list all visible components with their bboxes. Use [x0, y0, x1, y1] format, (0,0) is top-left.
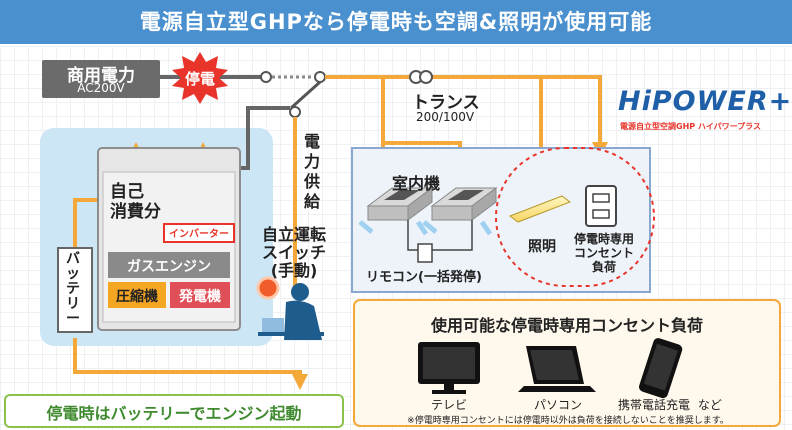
inverter-label: インバーター: [169, 229, 229, 240]
battery-box: [57, 247, 93, 333]
remote-controller: [417, 243, 433, 263]
light-fixture: [508, 195, 572, 223]
switch-blade: [289, 80, 322, 110]
load-item-etc: など: [697, 398, 722, 412]
switch-node-grid: [260, 71, 272, 83]
battery-label: バッテリー: [66, 251, 80, 327]
gas-engine-label: ガスエンジン: [127, 259, 211, 275]
remote-label: リモコン(一括発停): [366, 270, 482, 285]
battery-note: 停電時はバッテリーでエンジン起動: [46, 404, 302, 423]
loads-panel-title: 使用可能な停電時専用コンセント負荷: [430, 316, 703, 335]
brand-logo: HiPOWER+: [618, 86, 792, 117]
lighting-label: 照明: [528, 239, 556, 255]
load-item-phone-row: 携帯電話充電 など: [618, 396, 722, 413]
tv-icon: [418, 342, 480, 394]
grid-power-label: 商用電力: [67, 66, 135, 86]
grid-power-box: [42, 60, 160, 98]
load-item-pc: パソコン: [533, 398, 582, 412]
smartphone-icon: [639, 338, 683, 399]
battery-note-box: [4, 394, 344, 428]
page-title: 電源自立型GHPなら停電時も空調&照明が使用可能: [139, 10, 653, 34]
switch-red-button[interactable]: [256, 276, 280, 300]
person-icon: [258, 283, 324, 340]
indoor-unit-label: 室内機: [392, 174, 441, 193]
remote-wire: [407, 220, 473, 251]
transformer-voltage: 200/100V: [416, 110, 475, 124]
indoor-unit-right: [422, 187, 498, 236]
load-item-tv: テレビ: [430, 398, 467, 412]
outage-burst: [172, 52, 228, 104]
transformer-coil-right: [419, 70, 433, 84]
brand-tagline: 電源自立型空調GHP ハイパワープラス: [620, 122, 761, 131]
switch-node-load: [314, 71, 326, 83]
outlet-slot-bottom: [592, 209, 610, 219]
grid-power-voltage: AC200V: [77, 81, 125, 95]
outlet: [585, 185, 617, 227]
gas-engine-box: [108, 252, 230, 278]
self-consumption-label: 自己 消費分: [110, 182, 161, 222]
generator-box: [170, 282, 230, 308]
inverter-box: [163, 223, 235, 243]
outlet-slot-top: [592, 193, 610, 203]
laptop-icon: [518, 346, 596, 392]
title-bar: [0, 0, 792, 44]
indoor-unit-left: [358, 187, 434, 236]
outage-badge: 停電: [184, 70, 215, 88]
generator-label: 発電機: [179, 289, 221, 305]
transformer-label: トランス: [412, 93, 480, 113]
power-supply-label: 電力供給: [304, 132, 321, 211]
compressor-box: [108, 282, 166, 308]
compressor-label: 圧縮機: [116, 289, 158, 305]
switch-label: 自立運転 スイッチ (手動): [262, 225, 327, 280]
outlet-label: 停電時専用 コンセント 負荷: [573, 232, 634, 274]
load-item-phone: 携帯電話充電: [618, 398, 691, 412]
loads-note: ※停電時専用コンセントには停電時以外は負荷を接続しないことを推奨します。: [407, 416, 729, 426]
loads-dashed-ring: [495, 147, 655, 287]
